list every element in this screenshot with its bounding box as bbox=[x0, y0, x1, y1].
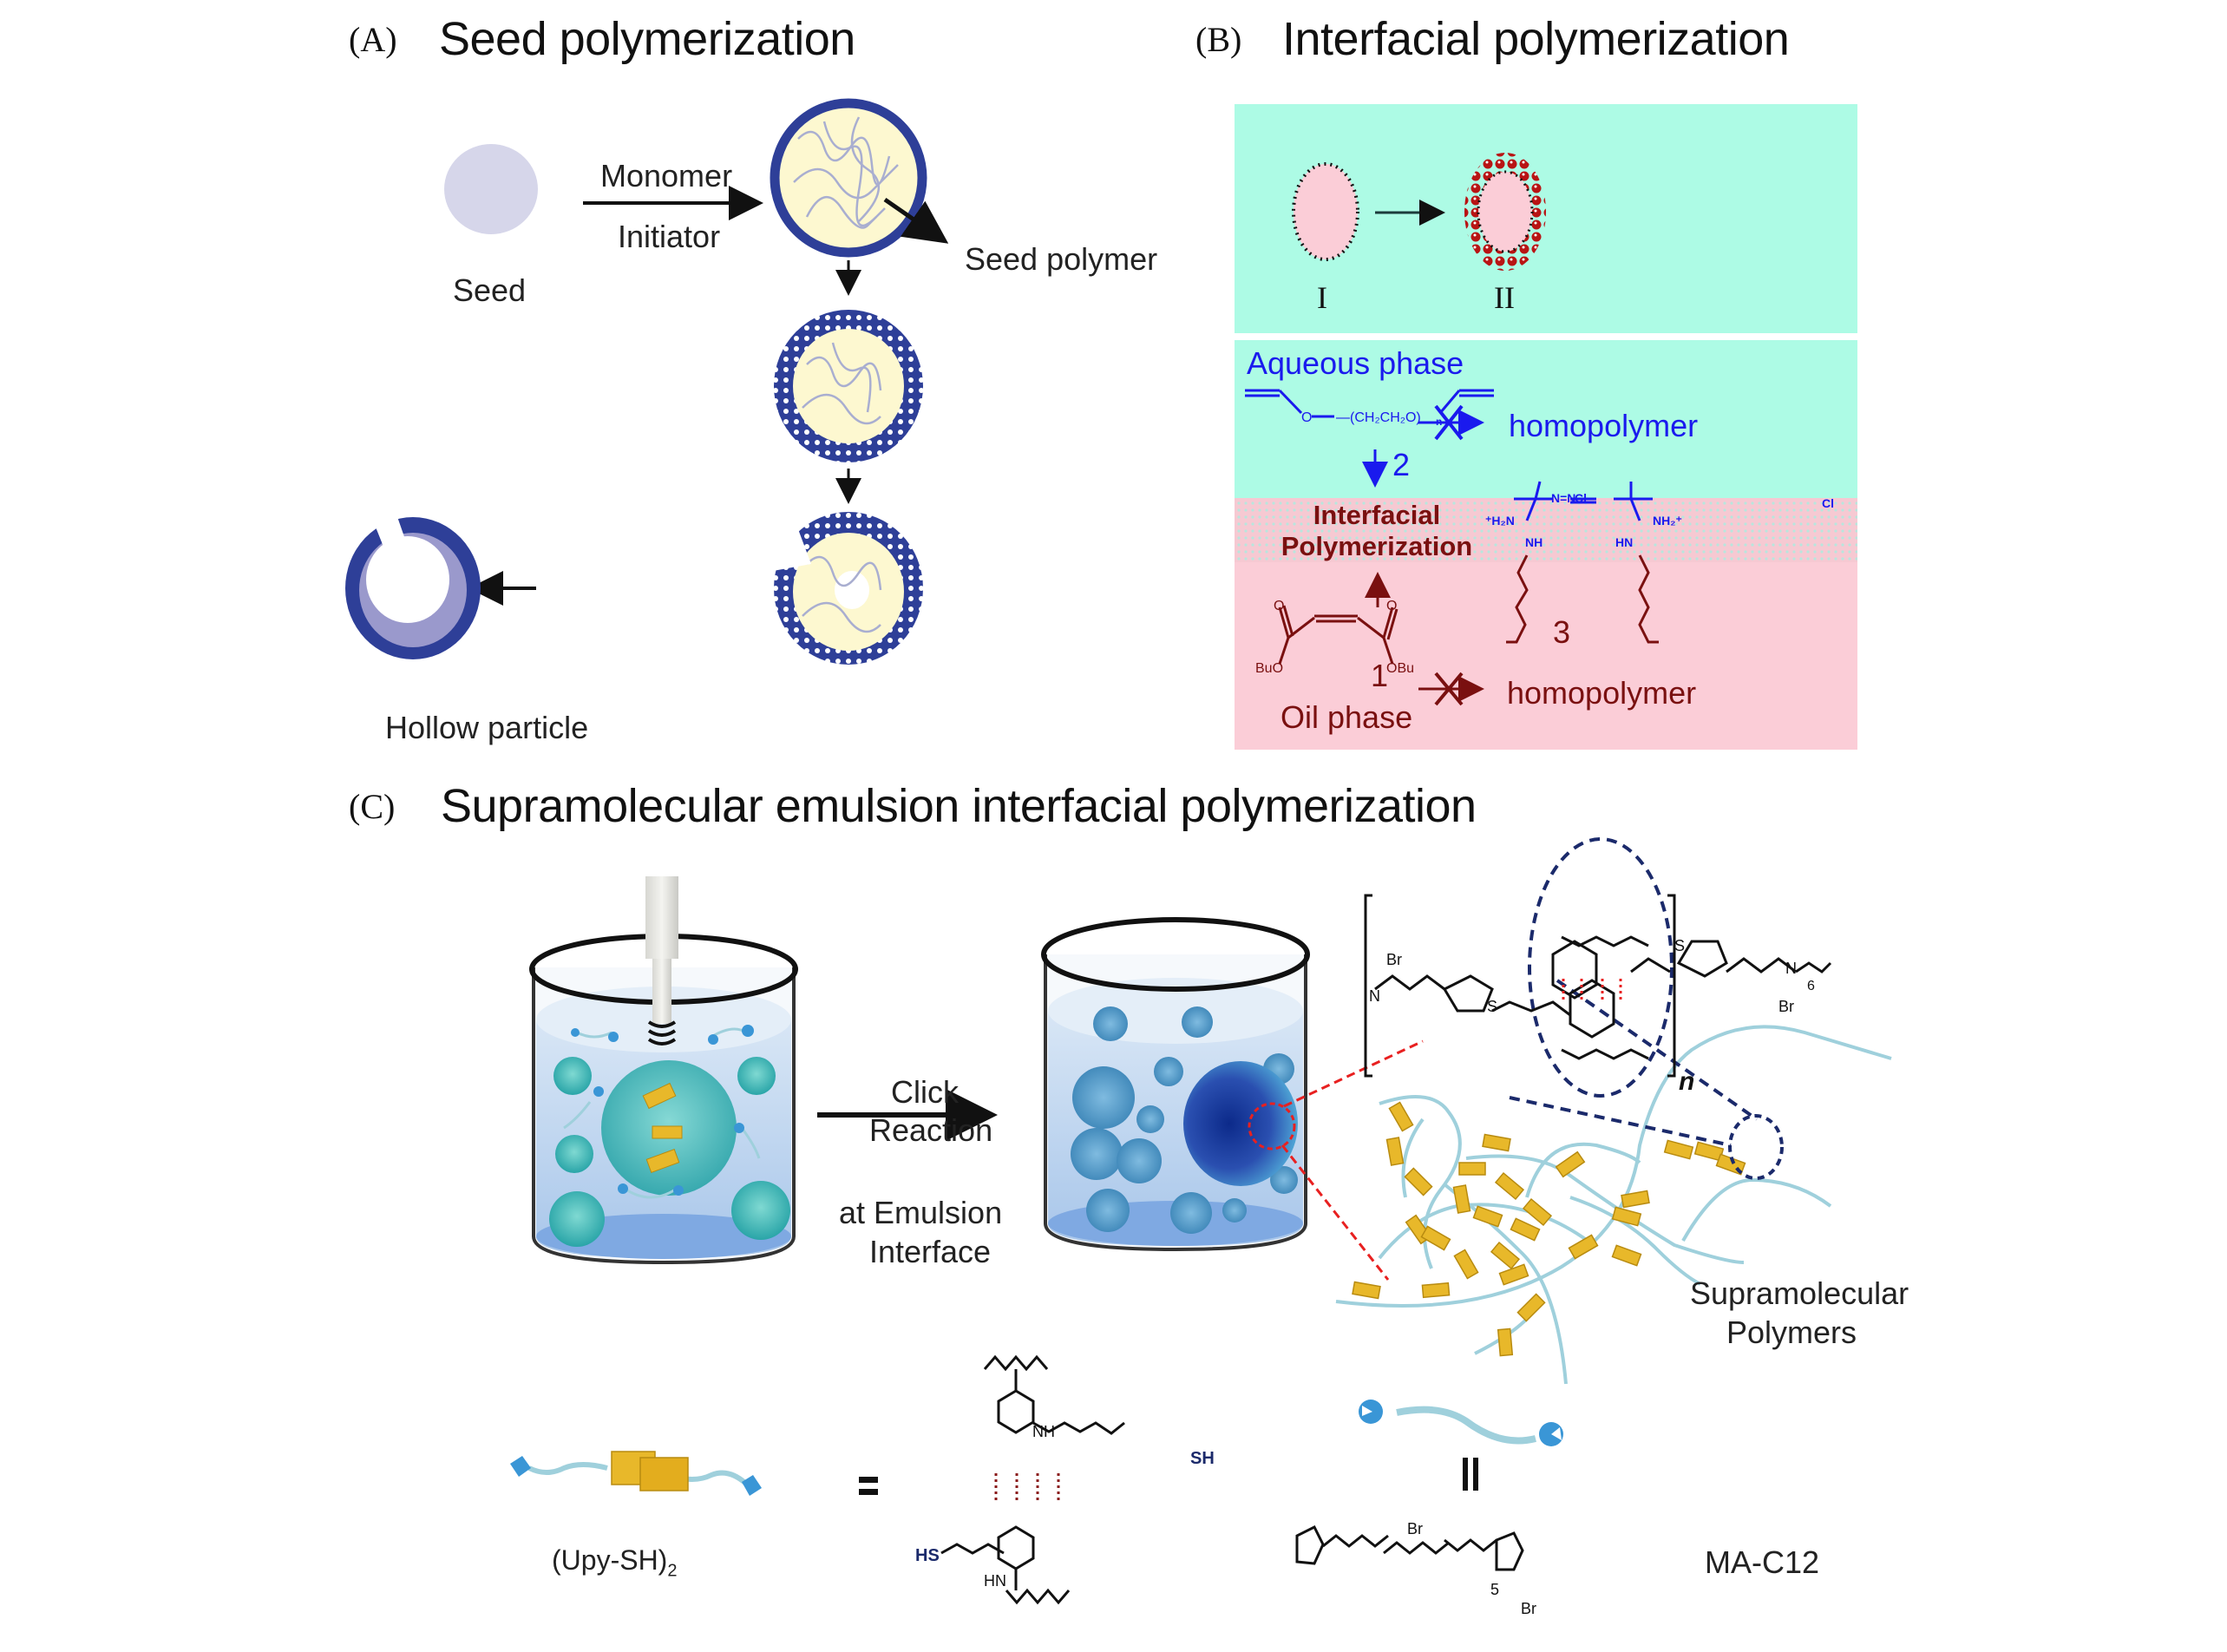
reagent-2-label: 2 bbox=[1392, 447, 1411, 482]
stage-i-label: I bbox=[1317, 280, 1327, 315]
svg-text:n: n bbox=[1436, 416, 1442, 428]
reagent-1-label: 1 bbox=[1371, 658, 1389, 693]
upy-sh-right: SH bbox=[1190, 1449, 1215, 1468]
s-right: S bbox=[1674, 937, 1686, 954]
upy-sh-text: (Upy-SH) bbox=[552, 1544, 668, 1576]
panel-a-title: Seed polymerization bbox=[439, 13, 855, 65]
ma-br-top: Br bbox=[1407, 1520, 1423, 1537]
ultrasound-waves bbox=[647, 1020, 677, 1046]
click-label: Click bbox=[891, 1074, 959, 1110]
panel-c-letter: (C) bbox=[349, 787, 396, 826]
seed-particle bbox=[444, 144, 538, 234]
cl-left: Cl bbox=[1575, 491, 1587, 505]
opened-shell-particle bbox=[774, 512, 923, 665]
interfacial-polymerization-label: Interfacial Polymerization bbox=[1260, 500, 1494, 562]
homopolymer-aqueous-label: homopolymer bbox=[1509, 408, 1699, 443]
supramolecular-label: Supramolecular bbox=[1690, 1275, 1909, 1311]
upy-zoom-small bbox=[1728, 1114, 1784, 1180]
carbonyl-o-left: O bbox=[1274, 599, 1285, 613]
seed-polymer-particle bbox=[770, 98, 927, 258]
initiator-label: Initiator bbox=[618, 219, 721, 254]
beaker-emulsion bbox=[529, 876, 798, 1265]
emulsion-droplet-large bbox=[601, 1060, 737, 1196]
n-plus-left: N bbox=[1369, 987, 1380, 1005]
upy-sh-label: (Upy-SH)2 bbox=[552, 1544, 677, 1581]
polymer-chains bbox=[793, 116, 899, 229]
homopolymer-oil-label: homopolymer bbox=[1507, 675, 1697, 711]
upy-nh-top: NH bbox=[1032, 1423, 1055, 1440]
ma-br-bottom: Br bbox=[1521, 1600, 1536, 1617]
upy-zoom-ellipse bbox=[1528, 837, 1674, 1098]
ma-c12-icon bbox=[1359, 1400, 1563, 1446]
hydrogen-bonds bbox=[1562, 979, 1622, 1000]
reaction-label: Reaction bbox=[869, 1112, 993, 1148]
nh2-label: NH₂⁺ bbox=[1653, 514, 1682, 528]
upy-hs-left: HS bbox=[915, 1546, 940, 1565]
repeat-n-label: n bbox=[1679, 1067, 1695, 1096]
hollow-particle-label: Hollow particle bbox=[385, 710, 589, 745]
aqueous-phase-label: Aqueous phase bbox=[1247, 345, 1464, 381]
br-left: Br bbox=[1386, 951, 1402, 968]
droplet-i bbox=[1292, 162, 1359, 261]
h2n-label: ⁺H₂N bbox=[1485, 514, 1515, 528]
at-emulsion-label: at Emulsion bbox=[839, 1195, 1003, 1230]
monomer-2-structure bbox=[1245, 389, 1494, 418]
stage-ii-label: II bbox=[1494, 280, 1515, 315]
upy-sh-subscript: 2 bbox=[667, 1561, 678, 1581]
zoom-circle bbox=[1248, 1102, 1296, 1150]
interfacial-line-1: Interfacial bbox=[1313, 500, 1441, 530]
sonicator-probe bbox=[652, 876, 671, 1024]
panel-b-letter: (B) bbox=[1195, 20, 1242, 59]
interfacial-line-2: Polymerization bbox=[1281, 531, 1473, 561]
upy-hn-bottom: HN bbox=[984, 1572, 1006, 1590]
monomer-1-structure bbox=[1278, 605, 1398, 665]
dotted-shell-particle bbox=[774, 310, 923, 462]
br-right: Br bbox=[1778, 998, 1794, 1015]
panel-a-letter: (A) bbox=[349, 20, 397, 59]
upy-sh-structure bbox=[940, 1354, 1125, 1605]
reagent-3-label: 3 bbox=[1553, 614, 1571, 650]
n-plus-right: N bbox=[1785, 960, 1797, 977]
repeat-unit-structure bbox=[1364, 894, 1832, 1078]
hollow-particle bbox=[345, 517, 481, 659]
aqueous-formula: —(CH₂CH₂O) bbox=[1336, 410, 1421, 425]
carbonyl-o-right: O bbox=[1386, 599, 1398, 613]
svg-text:O: O bbox=[1301, 410, 1312, 425]
upy-dimers bbox=[1352, 1101, 1746, 1357]
panel-c-title: Supramolecular emulsion interfacial poly… bbox=[441, 780, 1477, 832]
repeat-sub-6: 6 bbox=[1807, 979, 1815, 993]
monomer-label: Monomer bbox=[600, 158, 733, 193]
aqueous-top-box bbox=[1235, 104, 1857, 333]
oil-phase-label: Oil phase bbox=[1281, 699, 1413, 735]
droplet-ii-shell bbox=[1464, 153, 1546, 271]
azo-label: N=N bbox=[1551, 491, 1576, 505]
upy-dimer-icon bbox=[510, 1451, 762, 1496]
cl-right: Cl bbox=[1822, 496, 1834, 510]
interface-label: Interface bbox=[869, 1234, 992, 1269]
nh-label: NH bbox=[1525, 535, 1543, 549]
beaker-polymerized bbox=[1041, 917, 1424, 1281]
polymerized-capsule bbox=[1183, 1061, 1298, 1186]
seed-polymer-label: Seed polymer bbox=[965, 241, 1158, 277]
hn-label: HN bbox=[1615, 535, 1634, 549]
s-left: S bbox=[1487, 998, 1498, 1015]
polymers-label: Polymers bbox=[1726, 1314, 1857, 1350]
ma-sub-5: 5 bbox=[1490, 1581, 1500, 1598]
ma-c12-label: MA-C12 bbox=[1705, 1544, 1820, 1580]
panel-b-title: Interfacial polymerization bbox=[1282, 13, 1790, 65]
seed-polymer-pointer bbox=[883, 197, 949, 244]
obu-label: OBu bbox=[1386, 661, 1415, 676]
alkyl-chains bbox=[1506, 554, 1659, 644]
droplet-ii-core bbox=[1477, 170, 1534, 253]
buo-label: BuO bbox=[1255, 661, 1284, 676]
seed-label: Seed bbox=[453, 272, 527, 308]
